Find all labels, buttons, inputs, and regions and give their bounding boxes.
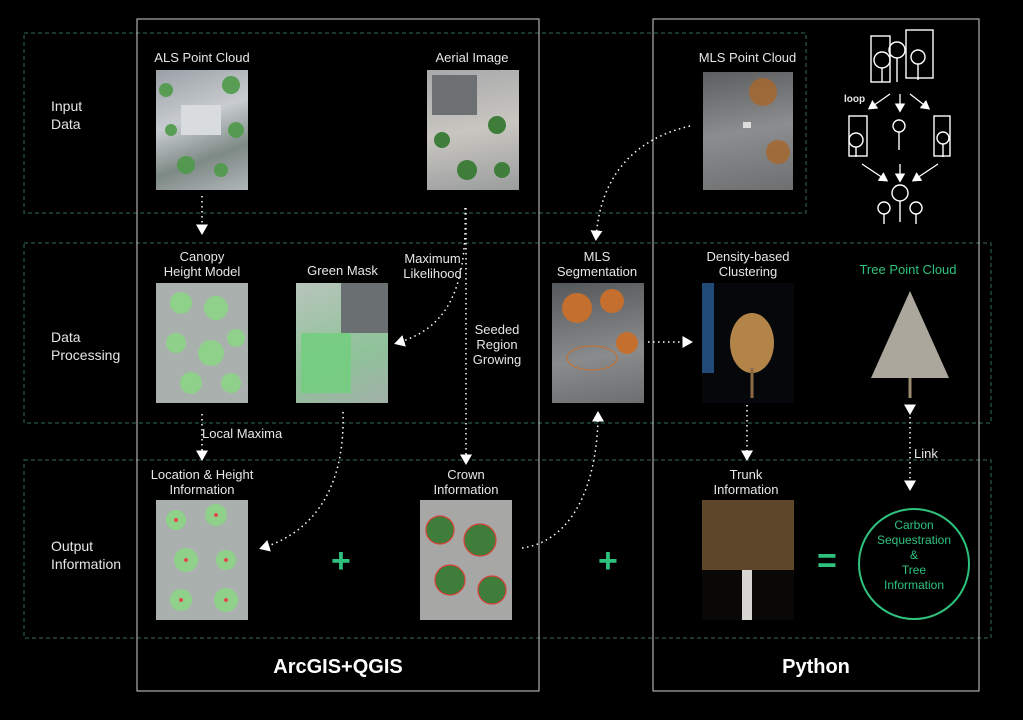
mls-seg-label: MLS Segmentation bbox=[556, 249, 638, 279]
tree-pc-label: Tree Point Cloud bbox=[859, 262, 957, 277]
location-height-image bbox=[156, 500, 248, 620]
python-footer: Python bbox=[782, 656, 850, 678]
mls-segmentation-image bbox=[552, 283, 644, 403]
row-label-input: Input Data bbox=[51, 98, 83, 132]
aerial-label: Aerial Image bbox=[435, 50, 509, 65]
row-label-output: Output Information bbox=[51, 538, 122, 572]
flow-arrows bbox=[196, 125, 753, 552]
mls-point-cloud-image bbox=[703, 72, 793, 190]
chm-image bbox=[156, 283, 248, 403]
loc-height-label: Location & Height Information bbox=[150, 467, 254, 497]
arrow-aerial-greenmask bbox=[394, 207, 466, 347]
crown-information-image bbox=[420, 500, 512, 620]
processing-row-band bbox=[23, 242, 992, 424]
loop-label: loop bbox=[844, 94, 866, 105]
tree-point-cloud-image bbox=[864, 283, 956, 403]
python-panel bbox=[652, 18, 980, 692]
density-clustering-image bbox=[702, 283, 794, 403]
plus-operator-2: + bbox=[598, 542, 618, 580]
aerial-image bbox=[427, 70, 519, 190]
equals-operator: = bbox=[817, 542, 837, 580]
green-mask-label: Green Mask bbox=[307, 263, 378, 278]
als-point-cloud-image bbox=[156, 70, 248, 190]
mls-label: MLS Point Cloud bbox=[698, 50, 797, 65]
output-row-band bbox=[23, 459, 992, 639]
arcgis-panel bbox=[136, 18, 540, 692]
arrow-mls-seg bbox=[590, 125, 691, 241]
plus-operator-1: + bbox=[331, 542, 351, 580]
trunk-label: Trunk Information bbox=[713, 467, 779, 497]
arrow-crown-seg bbox=[521, 411, 604, 549]
trunk-information-image bbox=[702, 500, 794, 620]
input-row-band bbox=[23, 32, 807, 214]
chm-label: Canopy Height Model bbox=[163, 249, 241, 279]
green-mask-image bbox=[296, 283, 388, 403]
arcgis-footer: ArcGIS+QGIS bbox=[273, 656, 403, 678]
seeded-label: Seeded Region Growing bbox=[472, 322, 522, 367]
max-likelihood-label: Maximum Likelihood bbox=[403, 251, 462, 281]
crown-label: Crown Information bbox=[433, 467, 499, 497]
als-label: ALS Point Cloud bbox=[154, 50, 250, 65]
loop-schematic-icon bbox=[848, 29, 951, 224]
arrow-greenmask-location bbox=[259, 411, 344, 552]
row-label-processing: Data Processing bbox=[51, 329, 121, 363]
carbon-circle bbox=[858, 508, 970, 620]
carbon-label: Carbon Sequestration & Tree Information bbox=[876, 518, 952, 592]
local-max-label: Local Maxima bbox=[202, 426, 283, 441]
loop-arrows bbox=[861, 93, 939, 183]
link-label: Link bbox=[914, 446, 938, 461]
density-label: Density-based Clustering bbox=[706, 249, 790, 279]
